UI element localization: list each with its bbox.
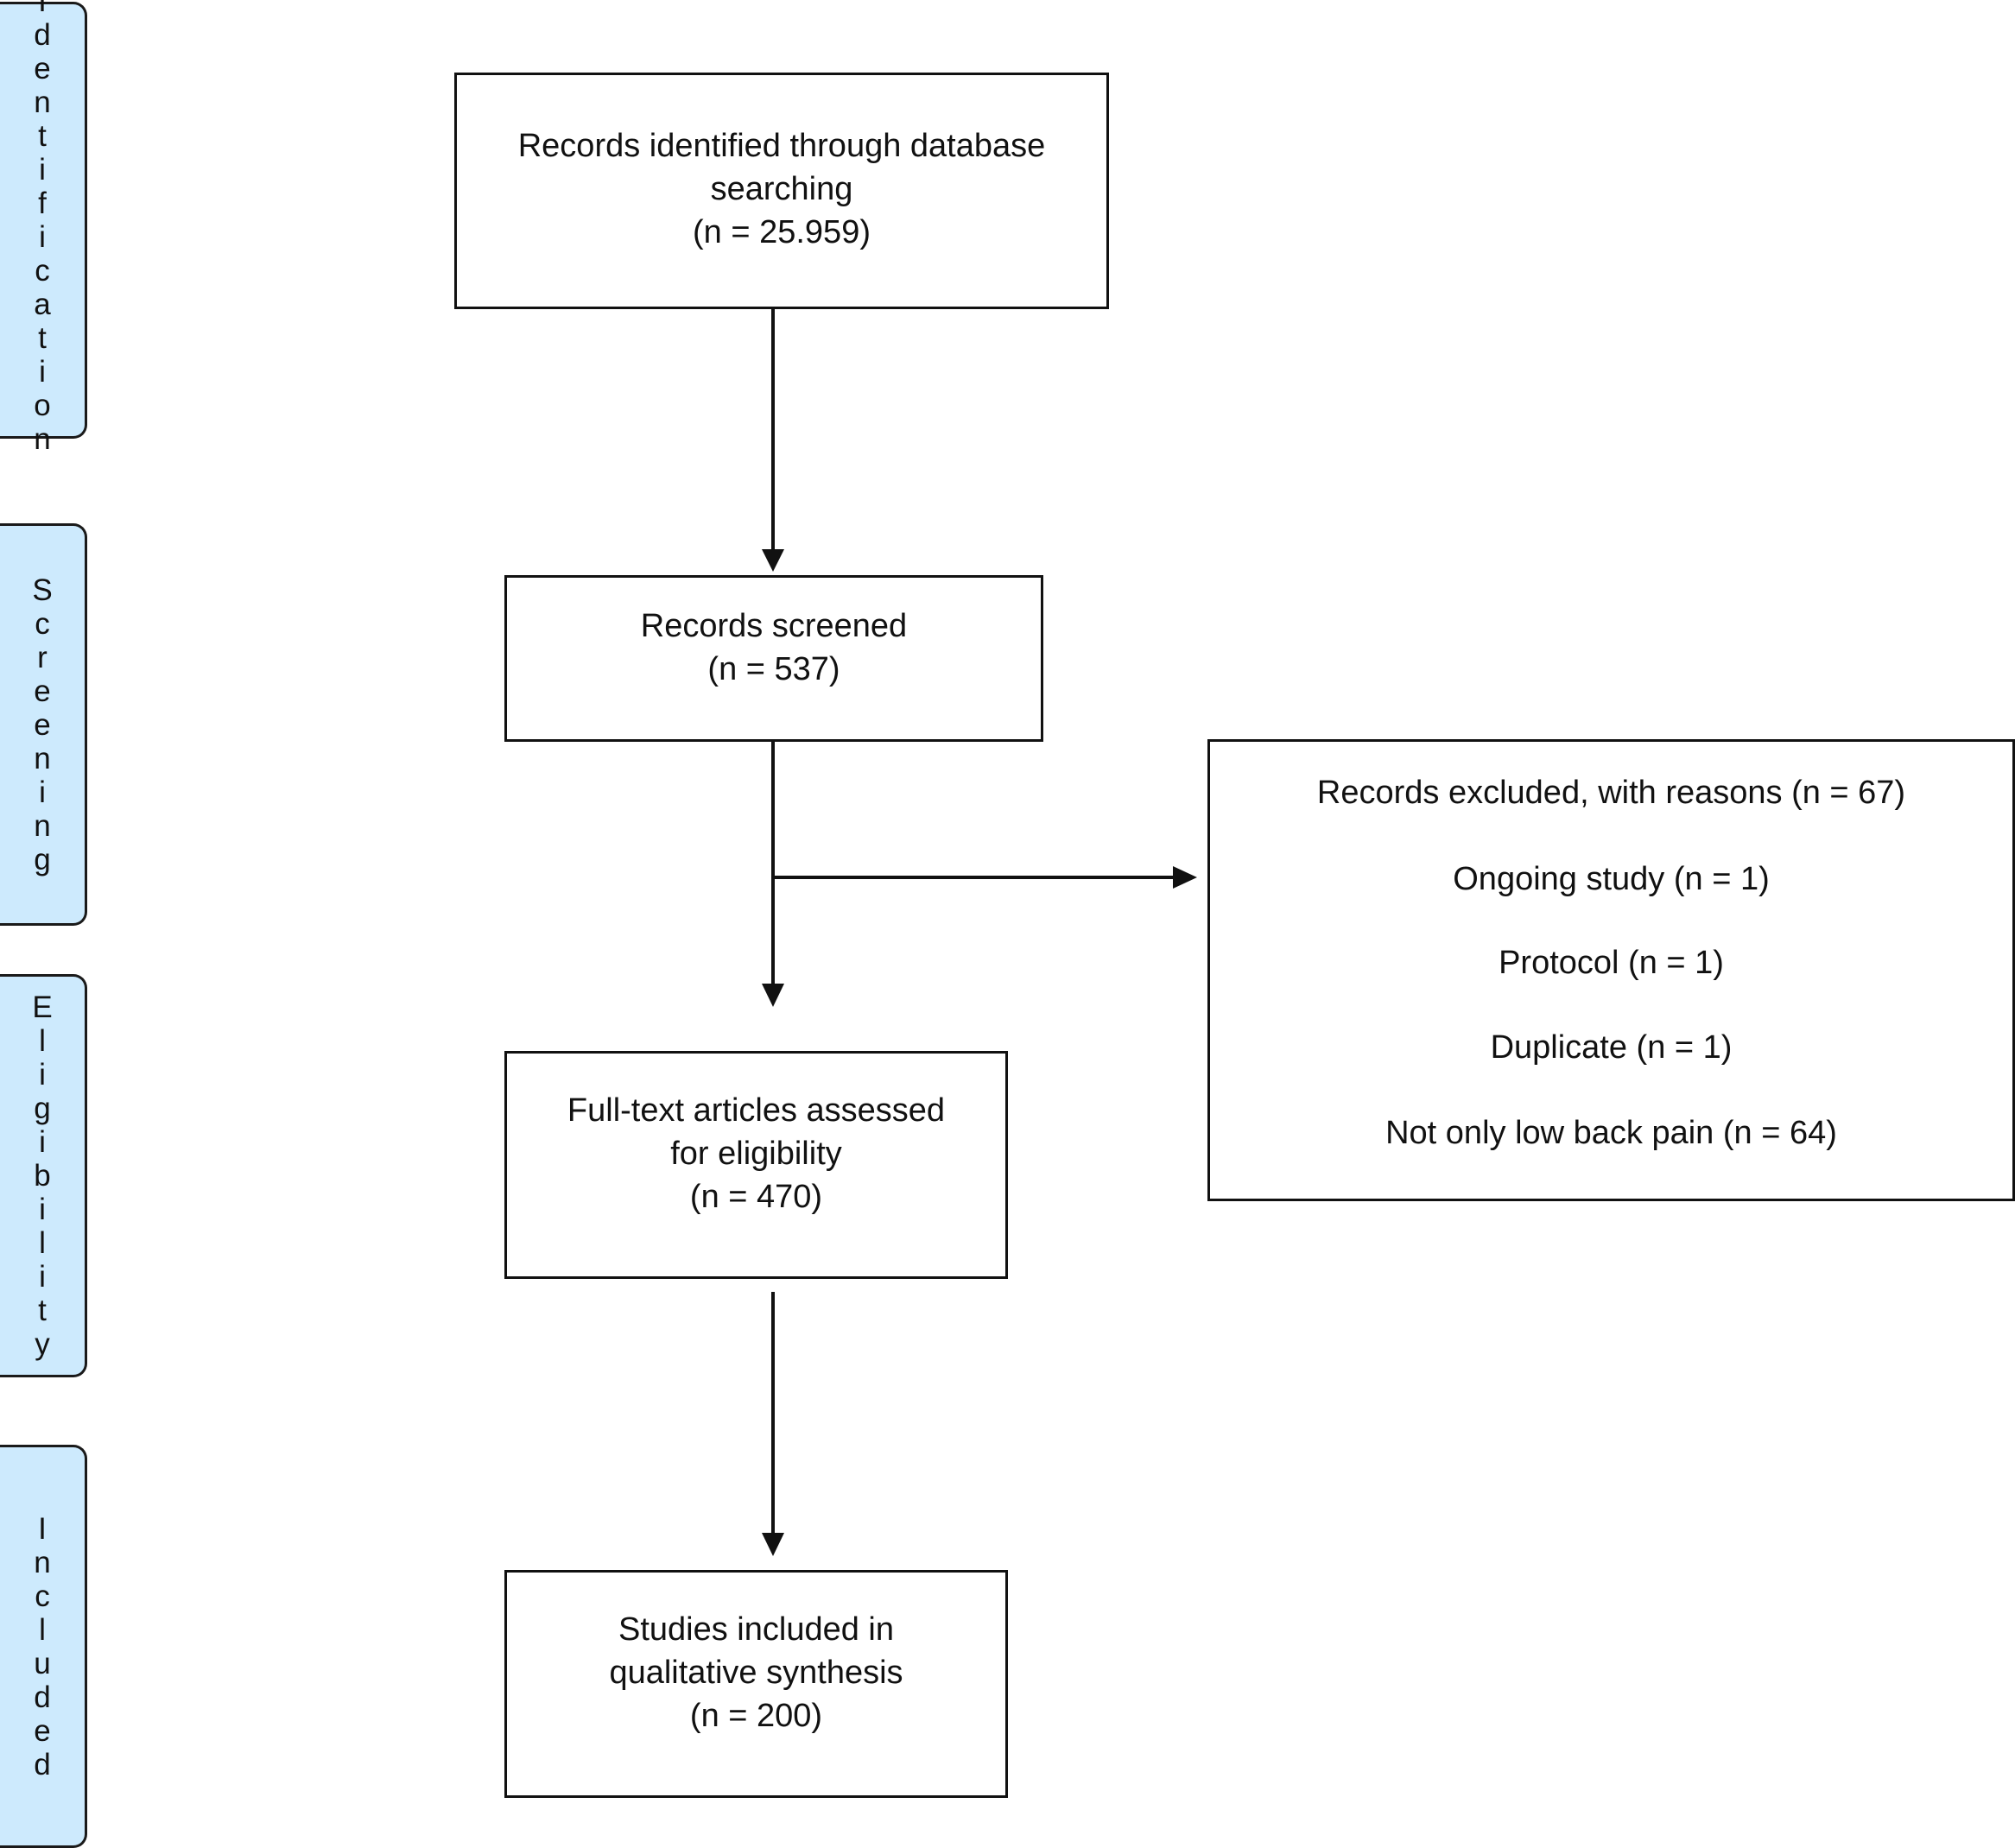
included-count: (n = 200) [689,1698,823,1734]
phase-letter: n [34,85,51,119]
phase-letter: t [38,119,47,153]
screened-line1: Records screened [640,608,908,644]
phase-letter: i [39,153,46,187]
excluded-reason-not-lbp: Not only low back pain (n = 64) [1385,1115,1837,1151]
phase-letter: a [34,288,51,321]
phase-letter: n [34,422,51,456]
identified-line2: searching [710,171,853,207]
phase-letter: c [35,606,50,641]
phase-letter: i [39,220,46,254]
phase-letter: c [35,1579,50,1613]
phase-letter: y [35,1327,50,1361]
included-line1: Studies included in [618,1611,894,1648]
phase-letter: d [34,1747,51,1782]
fulltext-line1: Full-text articles assessed [567,1092,946,1129]
phase-letter: i [39,1193,46,1226]
phase-letter: g [34,1092,51,1125]
phase-letter: i [39,355,46,389]
fulltext-line2: for eligibility [670,1136,842,1172]
phase-letter: E [32,990,53,1024]
phase-letter: e [34,1713,51,1748]
phase-letter: I [38,1511,47,1546]
box-records-excluded: Records excluded, with reasons (n = 67) … [1207,739,2015,1201]
phase-letter: c [35,254,50,288]
box-studies-included: Studies included in qualitative synthesi… [504,1570,1008,1798]
phase-letter: d [34,18,51,52]
phase-letter: g [34,842,51,877]
phase-letter: e [34,707,51,742]
excluded-heading: Records excluded, with reasons (n = 67) [1316,775,1906,811]
phase-letter: l [39,1024,46,1058]
box-records-screened: Records screened (n = 537) [504,575,1043,742]
phase-letter: n [34,1545,51,1579]
arrowhead-included [762,1533,784,1556]
excluded-reason-ongoing: Ongoing study (n = 1) [1453,861,1770,897]
included-line2: qualitative synthesis [609,1655,903,1691]
phase-letter: i [39,1125,46,1159]
phase-letter: e [34,52,51,85]
phase-letter: i [39,1260,46,1294]
phase-letter: u [34,1646,51,1680]
phase-letter: b [34,1159,51,1193]
phase-letter: l [39,1226,46,1260]
phase-letter: n [34,741,51,775]
phase-letter: o [34,389,51,422]
arrowhead-screened [762,549,784,572]
phase-letter: d [34,1680,51,1714]
fulltext-count: (n = 470) [689,1179,823,1215]
screened-count: (n = 537) [707,651,840,687]
excluded-reason-duplicate: Duplicate (n = 1) [1490,1029,1733,1066]
phase-letter: i [39,1058,46,1092]
arrowhead-fulltext [762,984,784,1007]
identified-count: (n = 25.959) [693,214,871,250]
arrowhead-excluded [1173,866,1197,889]
phase-letter: S [32,573,53,607]
phase-letter: I [38,0,47,18]
box-fulltext-assessed: Full-text articles assessed for eligibil… [504,1051,1008,1279]
phase-letter: n [34,808,51,843]
excluded-reason-protocol: Protocol (n = 1) [1499,945,1724,981]
phase-letter: t [38,321,47,355]
identified-line1: Records identified through database [517,128,1046,164]
phase-letter: r [37,640,48,674]
phase-letter: l [39,1612,46,1647]
phase-letter: f [38,187,47,220]
phase-letter: t [38,1294,47,1327]
phase-letter: e [34,674,51,708]
box-records-identified: Records identified through database sear… [454,73,1109,309]
phase-letter: i [39,775,46,809]
